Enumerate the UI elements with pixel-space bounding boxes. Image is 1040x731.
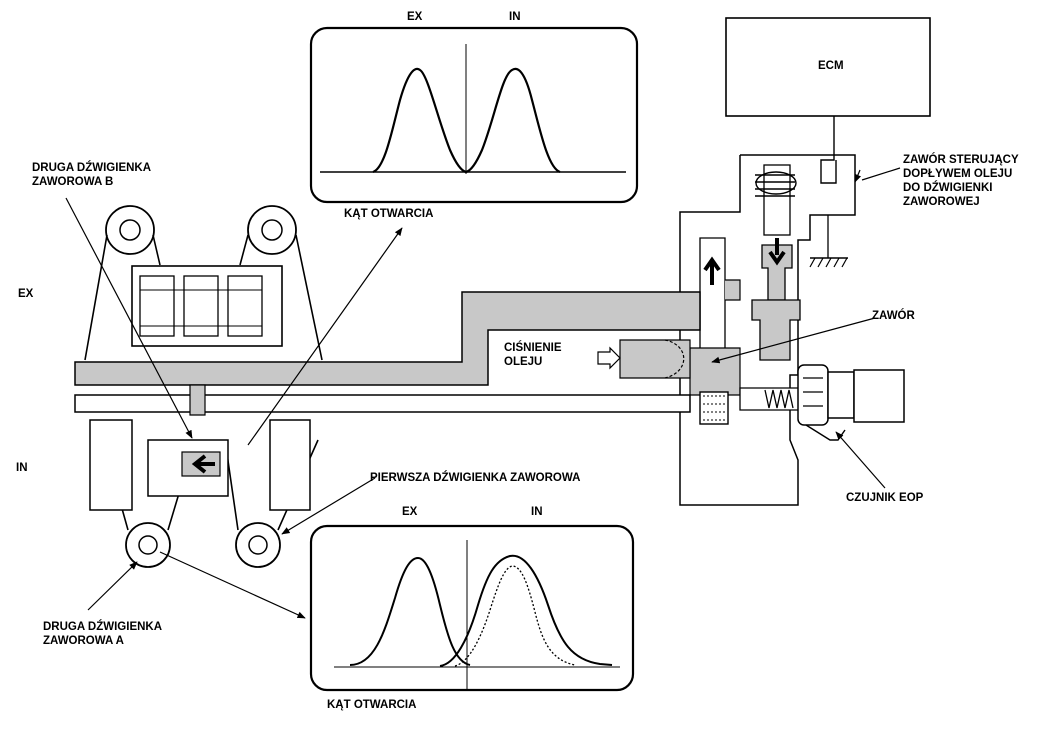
bottom-in-curve-dashed xyxy=(454,565,576,667)
bottom-graph-caption: KĄT OTWARCIA xyxy=(327,699,417,711)
bottom-graph-ex-label: EX xyxy=(402,506,418,518)
rocker-arms xyxy=(84,205,323,568)
top-in-curve xyxy=(465,67,561,174)
control-valve-label-3: DO DŹWIGIENKI xyxy=(903,182,993,194)
bottom-in-curve-solid xyxy=(439,554,613,667)
top-graph-ex-label: EX xyxy=(407,11,423,23)
control-valve-label-4: ZAWOROWEJ xyxy=(903,196,980,208)
bottom-valve-lift-graph xyxy=(309,524,635,692)
top-graph-in-label: IN xyxy=(509,11,521,23)
control-valve-label-1: ZAWÓR STERUJĄCY xyxy=(903,154,1019,166)
leader-lines xyxy=(65,167,901,619)
first-rocker-label: PIERWSZA DŹWIGIENKA ZAWOROWA xyxy=(370,472,581,484)
valve-body xyxy=(679,237,801,506)
ecm-box xyxy=(725,17,931,117)
oil-pressure-label-2: OLEJU xyxy=(504,356,543,368)
oil-pressure-label-1: CIŚNIENIE xyxy=(504,342,562,354)
control-valve-solenoid xyxy=(679,116,856,361)
bottom-graph-in-label: IN xyxy=(531,506,543,518)
bottom-ex-curve xyxy=(349,556,471,666)
rocker-a-label-2: ZAWOROWA A xyxy=(43,635,124,647)
oil-gallery xyxy=(74,291,701,416)
side-ex-label: EX xyxy=(18,288,34,300)
control-valve-label-2: DOPŁYWEM OLEJU xyxy=(903,168,1013,180)
eop-sensor xyxy=(797,364,905,441)
top-graph-caption: KĄT OTWARCIA xyxy=(344,208,434,220)
ecm-label: ECM xyxy=(818,60,844,72)
rocker-b-label-1: DRUGA DŹWIGIENKA xyxy=(32,162,152,174)
rocker-b-label-2: ZAWOROWA B xyxy=(32,176,114,188)
top-valve-lift-graph xyxy=(309,26,639,204)
valve-label: ZAWÓR xyxy=(872,310,915,322)
rocker-a-label-1: DRUGA DŹWIGIENKA xyxy=(43,621,163,633)
side-in-label: IN xyxy=(16,462,28,474)
top-ex-curve xyxy=(372,67,467,174)
eop-sensor-label: CZUJNIK EOP xyxy=(846,492,924,504)
